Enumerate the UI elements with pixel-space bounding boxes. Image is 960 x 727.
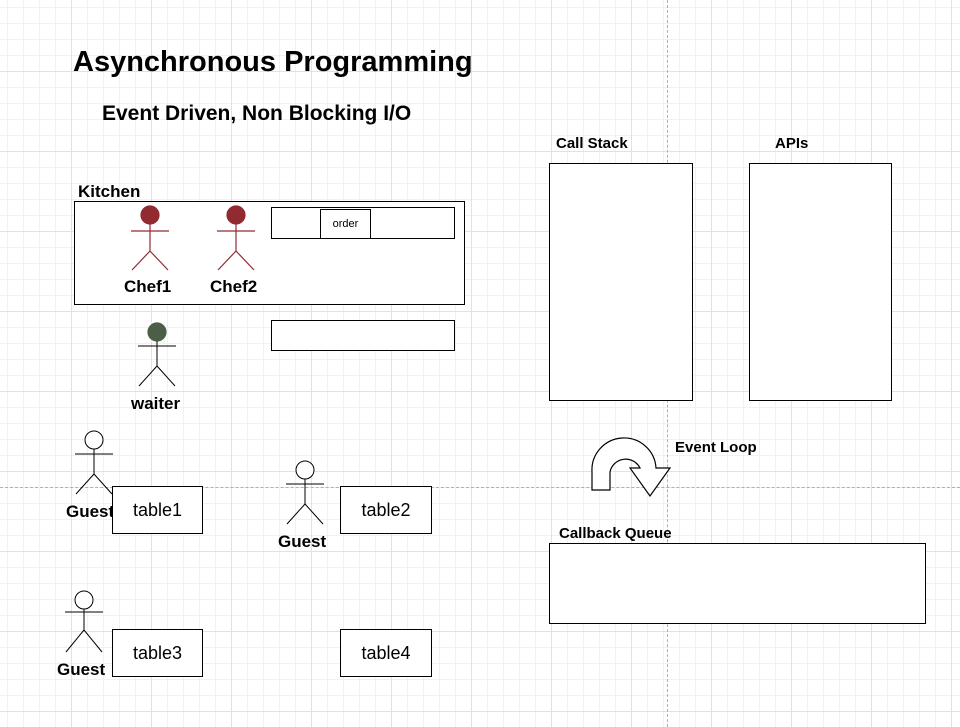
callback-queue-box[interactable] — [549, 543, 926, 624]
table1-box[interactable]: table1 — [112, 486, 203, 534]
chef1-head — [140, 205, 160, 225]
callback-queue-label: Callback Queue — [559, 525, 672, 542]
order-box[interactable]: order — [320, 209, 371, 239]
waiter-label: waiter — [131, 394, 181, 413]
waiter-actor-icon[interactable] — [137, 322, 177, 388]
chef2-head — [226, 205, 246, 225]
guest2-label: Guest — [278, 532, 327, 551]
guest3-label: Guest — [57, 660, 106, 679]
chef1-actor-icon[interactable] — [130, 205, 170, 271]
waiter-head — [147, 322, 167, 342]
table3-box[interactable]: table3 — [112, 629, 203, 677]
page-title: Asynchronous Programming — [73, 46, 473, 78]
table2-box[interactable]: table2 — [340, 486, 432, 534]
call-stack-box[interactable] — [549, 163, 693, 401]
chef2-label: Chef2 — [210, 277, 258, 296]
apis-box[interactable] — [749, 163, 892, 401]
guest1-actor-icon[interactable] — [74, 430, 114, 496]
event-loop-arrow-icon[interactable] — [590, 432, 682, 498]
chef1-label: Chef1 — [124, 277, 172, 296]
call-stack-label: Call Stack — [556, 135, 628, 152]
page-subtitle: Event Driven, Non Blocking I/O — [102, 102, 412, 125]
guest1-label: Guest — [66, 502, 115, 521]
guest2-actor-icon[interactable] — [285, 460, 325, 526]
table4-box[interactable]: table4 — [340, 629, 432, 677]
guest3-actor-icon[interactable] — [64, 590, 104, 656]
apis-label: APIs — [775, 135, 809, 152]
event-loop-label: Event Loop — [675, 439, 757, 456]
horizontal-guide-line — [0, 487, 960, 488]
pickup-counter-box[interactable] — [271, 320, 455, 351]
kitchen-label: Kitchen — [78, 182, 141, 201]
chef2-actor-icon[interactable] — [216, 205, 256, 271]
kitchen-box[interactable] — [74, 201, 465, 305]
